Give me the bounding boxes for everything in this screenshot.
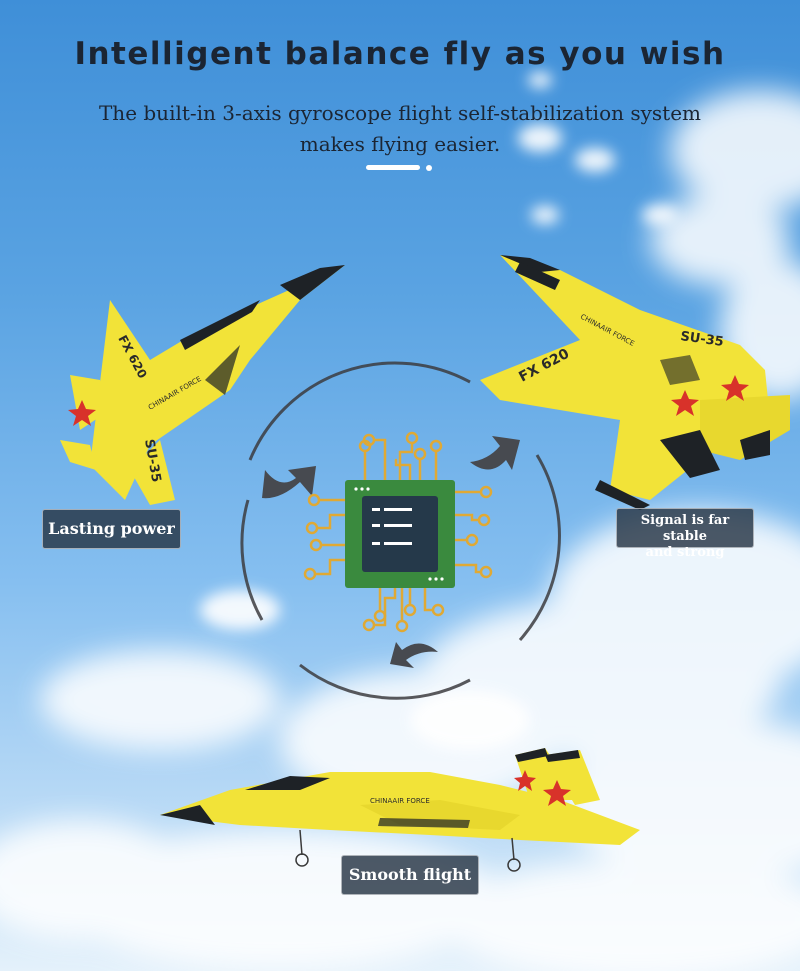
subheadline-line-2: makes flying easier. [299,132,501,156]
indicator-active-bar [366,165,420,170]
plane-type-marking: SU-35 [141,438,163,483]
feature-label-signal: Signal is far stable and strong [616,508,754,560]
indicator-dot [426,165,432,171]
rotation-arrow-icon [262,436,520,668]
chip-icon [303,431,493,633]
gyro-ring-icon [240,361,561,700]
plane-type-marking: SU-35 [679,329,724,350]
feature-label-signal-line-2: and strong [645,545,725,560]
subheadline: The built-in 3-axis gyroscope flight sel… [60,98,740,160]
feature-label-smooth-flight: Smooth flight [341,855,479,895]
feature-label-lasting-power: Lasting power [42,509,181,549]
subheadline-line-1: The built-in 3-axis gyroscope flight sel… [98,101,702,125]
headline: Intelligent balance fly as you wish [74,36,726,72]
star-icon [68,400,96,426]
star-icon [671,375,749,416]
slide-indicator [366,165,436,171]
feature-label-signal-line-1: Signal is far stable [640,513,730,544]
plane-brand-marking: CHINAAIR FORCE [370,797,430,805]
star-icon [514,770,571,806]
